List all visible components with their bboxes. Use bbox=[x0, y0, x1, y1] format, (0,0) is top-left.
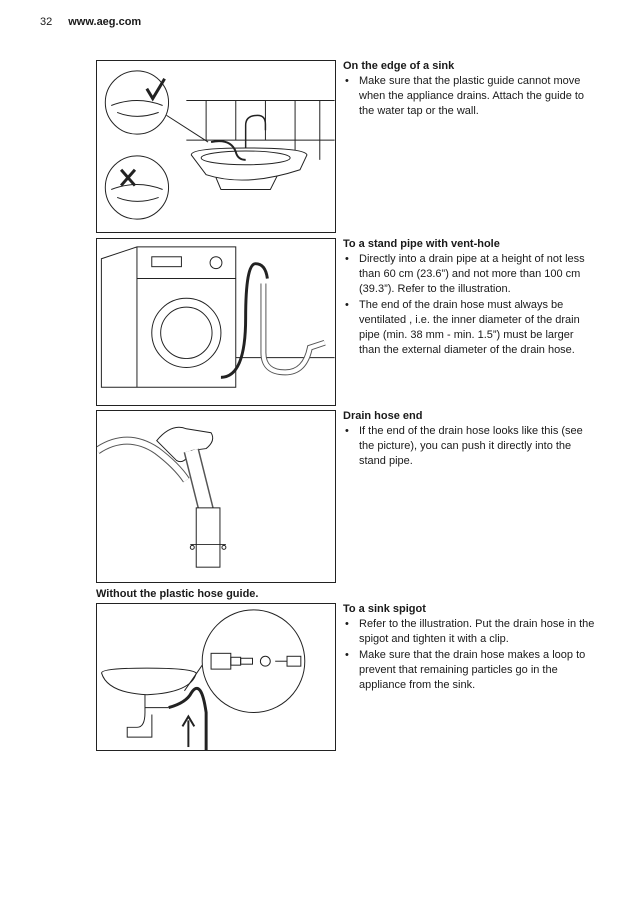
sink-spigot-illustration bbox=[101, 609, 306, 750]
drain-hose-end-illustration bbox=[97, 426, 227, 568]
bullet-item: Make sure that the drain hose makes a lo… bbox=[343, 648, 598, 693]
bullet-list: Refer to the illustration. Put the drain… bbox=[343, 617, 598, 693]
figure-sink-edge bbox=[96, 60, 336, 233]
page-header: 32 www.aeg.com bbox=[40, 16, 141, 28]
section-title: Drain hose end bbox=[343, 410, 423, 422]
website-url: www.aeg.com bbox=[68, 16, 142, 28]
figure-drain-hose-end bbox=[96, 410, 336, 583]
section-sink-edge: On the edge of a sink Make sure that the… bbox=[343, 60, 598, 120]
section-stand-pipe: To a stand pipe with vent-hole Directly … bbox=[343, 238, 598, 359]
figure-stand-pipe bbox=[96, 238, 336, 406]
section-drain-hose-end: Drain hose end If the end of the drain h… bbox=[343, 410, 598, 470]
bullet-item: Refer to the illustration. Put the drain… bbox=[343, 617, 598, 647]
bullet-item: If the end of the drain hose looks like … bbox=[343, 424, 598, 469]
section-title: On the edge of a sink bbox=[343, 60, 455, 72]
bullet-list: If the end of the drain hose looks like … bbox=[343, 424, 598, 469]
page-number: 32 bbox=[40, 16, 53, 28]
bullet-item: Directly into a drain pipe at a height o… bbox=[343, 252, 598, 297]
figure-caption: Without the plastic hose guide. bbox=[96, 588, 259, 600]
bullet-list: Directly into a drain pipe at a height o… bbox=[343, 252, 598, 358]
bullet-list: Make sure that the plastic guide cannot … bbox=[343, 74, 598, 119]
section-title: To a stand pipe with vent-hole bbox=[343, 238, 500, 250]
bullet-item: The end of the drain hose must always be… bbox=[343, 298, 598, 358]
figure-sink-spigot bbox=[96, 603, 336, 751]
sink-edge-illustration bbox=[104, 70, 335, 220]
section-title: To a sink spigot bbox=[343, 603, 426, 615]
bullet-item: Make sure that the plastic guide cannot … bbox=[343, 74, 598, 119]
section-sink-spigot: To a sink spigot Refer to the illustrati… bbox=[343, 603, 598, 694]
stand-pipe-illustration bbox=[100, 246, 335, 388]
